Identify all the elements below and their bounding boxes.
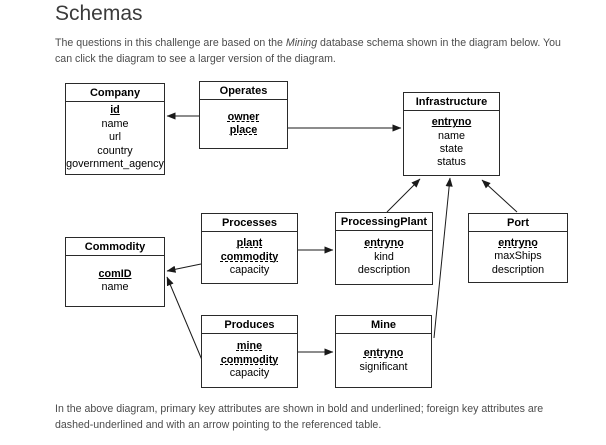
table-company-attr-name: name [101,117,129,130]
arrow-processingplant-entryno-to-infrastructure [386,178,421,213]
table-operates-attr-owner: owner [227,110,260,123]
table-infrastructure-name: Infrastructure [404,93,499,111]
table-produces-attr-commodity: commodity [220,353,279,366]
table-port-attr-maxShips: maxShips [494,250,542,263]
table-company-attr-country: country [97,144,133,157]
table-commodity-name: Commodity [66,238,164,256]
page-title: Schemas [55,2,143,25]
table-company-name: Company [66,84,164,102]
arrow-mine-entryno-to-infrastructure [433,177,453,339]
table-company-attr-government_agency: government_agency [66,158,164,171]
table-processing-plant-attr-kind: kind [374,250,394,263]
arrow-produces-commodity-to-commodity [166,276,203,361]
table-processes-attr-commodity: commodity [220,250,279,263]
table-produces-attr-mine: mine [236,340,263,353]
table-operates-attr-place: place [229,124,258,136]
table-processing-plant-attr-description: description [357,264,411,277]
table-infrastructure-attr-entryno: entryno [431,116,472,129]
table-port-attr-entryno: entryno [498,236,538,249]
table-company-attr-url: url [109,131,121,144]
table-processes-name: Processes [202,214,297,232]
table-processing-plant-name: ProcessingPlant [336,213,432,231]
footnote-text: In the above diagram, primary key attrib… [55,403,544,431]
table-produces-name: Produces [202,316,297,334]
arrow-port-entryno-to-infrastructure [481,179,518,213]
arrow-processes-commodity-to-commodity [166,263,202,273]
table-mine-attr-significant: significant [359,360,408,373]
table-port-attr-description: description [491,263,545,276]
intro-text-db-name: Mining [285,37,318,49]
table-port-name: Port [469,214,567,232]
table-processes-attr-plant: plant [236,237,263,250]
table-infrastructure-attr-name: name [437,129,465,142]
table-processes-attr-capacity: capacity [229,264,270,277]
table-produces-attr-capacity: capacity [229,367,270,380]
table-infrastructure-attr-state: state [439,143,464,155]
table-mine-attr-entryno: entryno [363,347,404,360]
table-commodity-attr-comID: comID [98,267,132,280]
relationship-arrows-layer [166,112,518,361]
table-commodity-attr-name: name [101,281,129,293]
intro-text: The questions in this challenge are base… [55,36,567,67]
table-processing-plant-attr-entryno: entryno [364,237,404,250]
table-operates-name: Operates [200,82,287,100]
intro-text-after: database schema shown in the diagram bel… [55,37,561,65]
intro-text-before: The questions in this challenge are base… [55,37,286,49]
table-infrastructure-attr-status: status [437,156,466,169]
table-company-attr-id: id [110,104,120,117]
table-mine-name: Mine [336,316,431,334]
